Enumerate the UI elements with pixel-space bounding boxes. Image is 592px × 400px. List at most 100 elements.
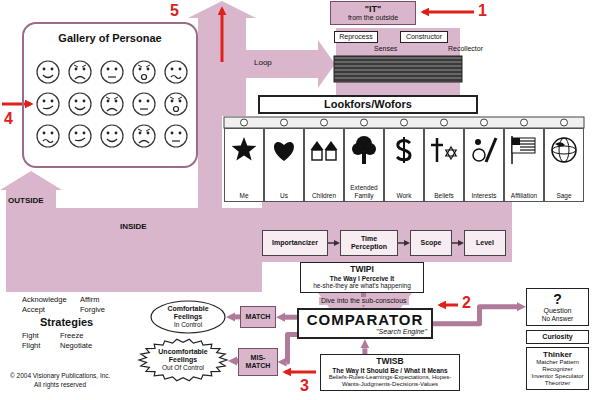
node-text: Out Of Control — [153, 364, 213, 371]
tab-hole — [241, 119, 248, 126]
face-eye — [75, 132, 78, 135]
house-body — [326, 150, 336, 160]
callout-arrow — [285, 371, 316, 374]
flow-arrow — [287, 335, 298, 362]
process-arrow: Time Perception — [340, 230, 398, 256]
process-arrow: Level — [464, 230, 506, 256]
face-eye — [147, 68, 150, 71]
face-mouth — [142, 75, 147, 80]
face-mouth — [140, 108, 148, 109]
face-brow — [138, 65, 150, 67]
flag-canton — [512, 138, 520, 145]
strategy-word: Freeze — [60, 332, 83, 341]
face-eye — [83, 68, 86, 71]
tab-hole — [401, 119, 408, 126]
face-brow — [74, 65, 86, 67]
node-title: Scope — [414, 239, 448, 247]
persona-face — [37, 125, 59, 147]
part-label: Recollector — [448, 45, 483, 53]
flow-arrow — [452, 242, 458, 244]
face-outline — [37, 125, 59, 147]
face-eye — [179, 68, 182, 71]
connectors — [235, 243, 517, 362]
node-title: Us — [266, 192, 302, 199]
process-box: TWISBThe Way It Should Be / What It Mean… — [320, 354, 460, 391]
cross-icon — [431, 144, 443, 147]
house-body — [312, 150, 322, 160]
persona-face — [69, 125, 91, 147]
tab-hole — [321, 119, 328, 126]
globe-land — [555, 142, 565, 146]
filter-band — [262, 200, 512, 262]
band-label: Dive into the sub-conscious — [319, 297, 409, 305]
persona-face — [133, 93, 155, 115]
persona-face — [101, 61, 123, 83]
face-mouth — [43, 106, 53, 109]
tab-hole — [561, 119, 568, 126]
category-icons — [232, 136, 576, 164]
tab-holes — [241, 119, 568, 126]
face-mouth — [174, 107, 179, 112]
face-eye — [43, 68, 46, 71]
process-arrow: Importancizer — [262, 230, 328, 256]
face-mouth — [75, 138, 85, 141]
callout-arrow — [440, 304, 458, 307]
node-title: MATCH — [244, 313, 272, 321]
face-mouth — [75, 77, 85, 80]
money-curve — [397, 141, 410, 160]
callout-number: 1 — [478, 2, 487, 20]
region-label: OUTSIDE — [8, 196, 44, 205]
category-icon — [352, 136, 376, 164]
face-eye — [115, 132, 118, 135]
match-piece: MIS-MATCH — [238, 348, 278, 376]
tab-hole — [521, 119, 528, 126]
callout-arrow — [2, 103, 31, 106]
node-title: Children — [306, 192, 342, 199]
outcome-box: ?QuestionNo Answer — [526, 288, 589, 326]
callout-number: 3 — [300, 377, 309, 395]
node-title: Uncomfortable Feelings — [153, 348, 213, 364]
star-of-david — [446, 147, 456, 156]
burst-shape — [139, 339, 227, 381]
category-icon — [397, 137, 410, 163]
category-icon — [473, 138, 496, 162]
face-brow — [138, 129, 150, 131]
tab-hole — [361, 119, 368, 126]
face-outline — [165, 125, 187, 147]
face-eye — [179, 132, 182, 135]
category-cell: Beliefs — [424, 128, 464, 202]
face-outline — [165, 61, 187, 83]
tree-crown — [352, 143, 364, 155]
face-eye — [43, 132, 46, 135]
tree-crown — [364, 143, 376, 155]
persona-face — [165, 61, 187, 83]
strategy-heading: Strategies — [40, 316, 93, 329]
face-eye — [179, 100, 182, 103]
cross-icon — [436, 138, 439, 162]
face-eye — [51, 132, 54, 135]
node-title: Extended Family — [346, 184, 382, 199]
node-text: Question — [531, 307, 584, 315]
node-title: Interests — [466, 192, 502, 199]
persona-face — [133, 61, 155, 83]
dive-funnel — [318, 293, 412, 309]
globe-icon — [552, 138, 576, 162]
cloud-shape — [151, 301, 225, 333]
strategy-word: Acknowledge — [22, 296, 67, 305]
category-cell: Children — [304, 128, 344, 202]
face-outline — [37, 61, 59, 83]
match-piece: MATCH — [240, 306, 276, 328]
node-text: In Control — [160, 321, 216, 328]
flag-stripe — [520, 146, 535, 147]
node-title: Level — [468, 239, 502, 247]
node-title: Constructor — [403, 33, 445, 41]
category-cell: Affiliation — [504, 128, 544, 202]
persona-face — [69, 61, 91, 83]
heart-icon — [274, 142, 294, 161]
feeling-burst: Uncomfortable FeelingsOut Of Control — [138, 338, 228, 382]
face-mouth — [107, 109, 117, 112]
strategy-word: Flight — [22, 342, 40, 351]
face-outline — [101, 125, 123, 147]
globe-parallel — [552, 146, 576, 154]
